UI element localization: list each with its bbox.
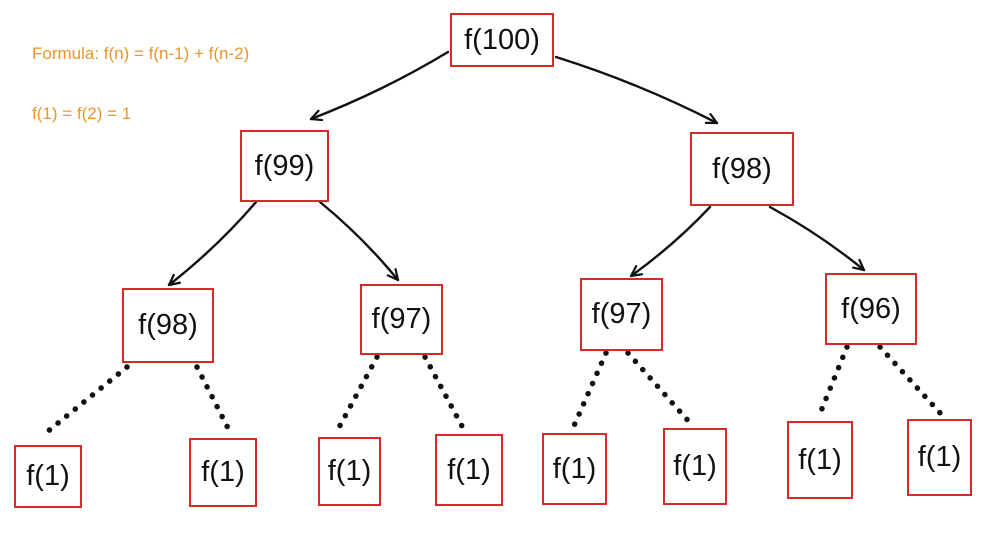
leaf-f1: f(1) [542,433,607,505]
node-f97-left: f(97) [360,284,443,355]
node-f96: f(96) [825,273,917,345]
edge-dotted [422,354,466,431]
edge-arrow [309,50,450,119]
edge-arrow [768,205,866,272]
formula-note: Formula: f(n) = f(n-1) + f(n-2) [32,44,250,63]
edge-dotted [570,350,609,431]
leaf-f1: f(1) [14,445,82,508]
edge-arrow [554,55,719,125]
node-f100: f(100) [450,13,554,67]
leaf-f1: f(1) [189,438,257,507]
node-f99: f(99) [240,130,329,202]
leaf-f1: f(1) [787,421,853,499]
edge-dotted [816,344,850,419]
edge-arrow [167,200,258,287]
leaf-f1: f(1) [663,428,727,505]
edge-arrow [318,200,400,282]
leaf-f1: f(1) [907,419,972,496]
node-f98-level1: f(98) [690,132,794,206]
leaf-f1: f(1) [435,434,503,506]
base-case-note: f(1) = f(2) = 1 [32,104,132,123]
edge-dotted [333,354,380,436]
edge-arrow [629,205,712,278]
edge-dotted [194,364,234,437]
edge-dotted [625,350,694,427]
leaf-f1: f(1) [318,437,381,506]
node-f98-level2: f(98) [122,288,214,363]
edge-dotted [877,344,944,417]
edge-dotted [44,364,130,435]
node-f97-right: f(97) [580,278,663,351]
